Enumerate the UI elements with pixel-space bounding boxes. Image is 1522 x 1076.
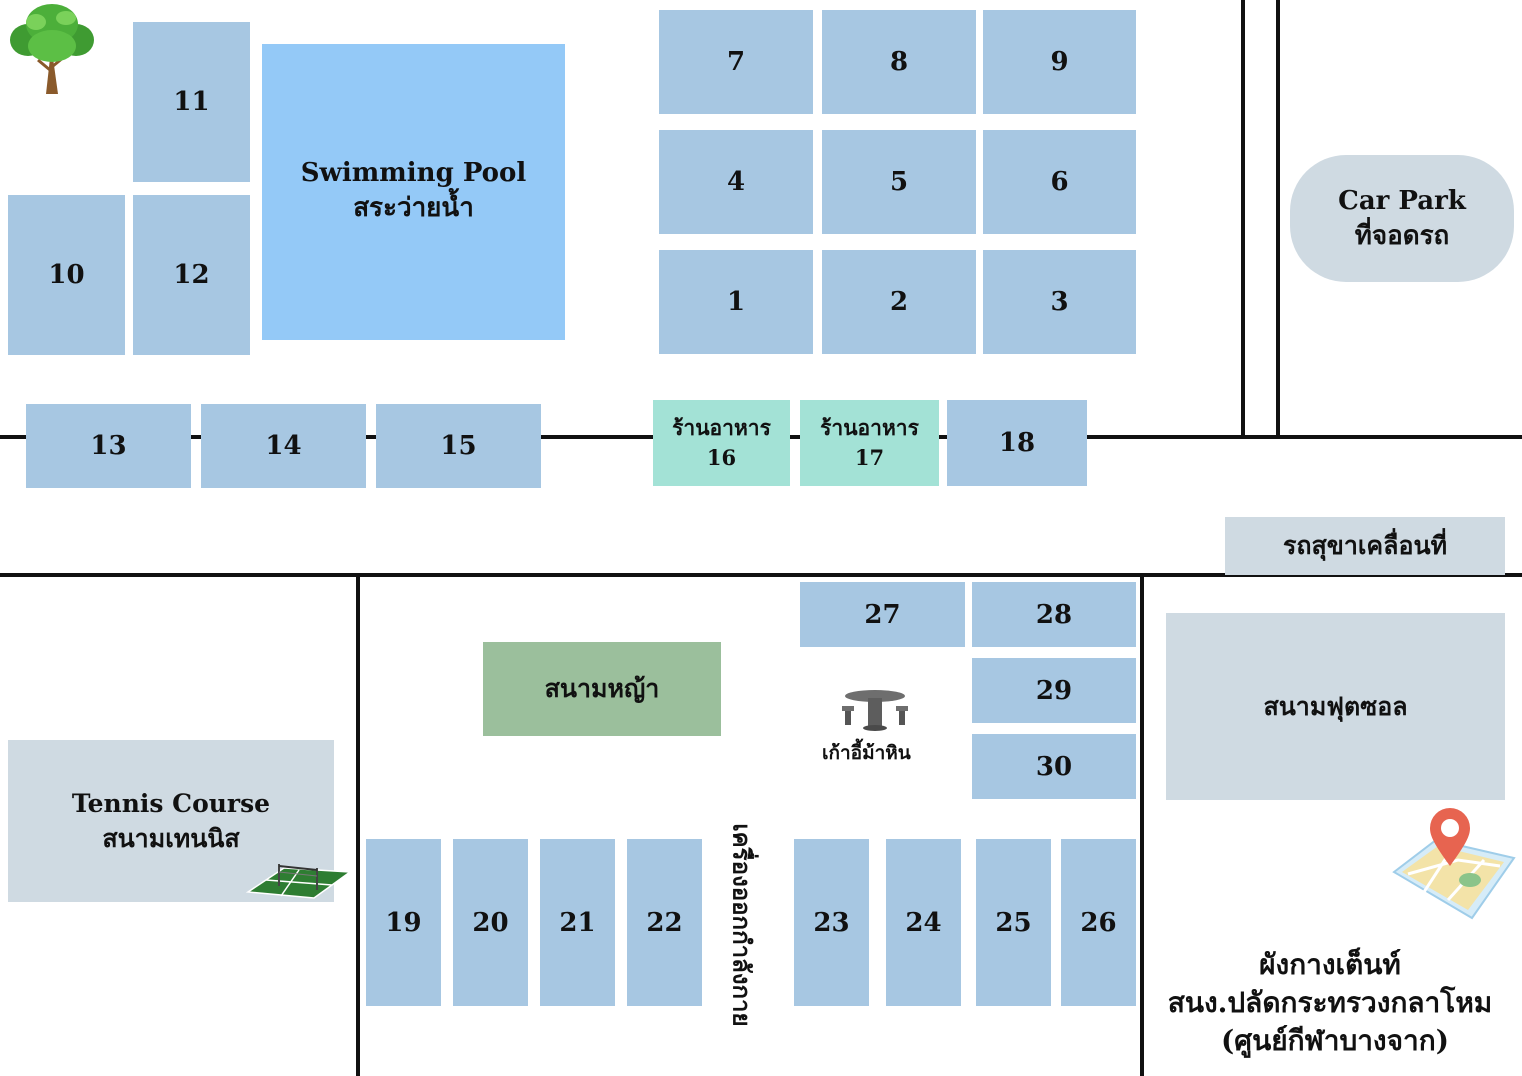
- restaurant-16[interactable]: ร้านอาหาร 16: [653, 400, 790, 486]
- plot-number: 6: [1050, 167, 1069, 197]
- pool-label-th: สระว่ายน้ำ: [353, 193, 474, 223]
- plot-number: 8: [889, 47, 909, 77]
- plot-number: 7: [726, 47, 746, 77]
- plot-number: 26: [1080, 907, 1117, 938]
- restaurant-label: ร้านอาหาร: [672, 415, 771, 440]
- plot-number: 28: [1035, 599, 1073, 630]
- plot-27[interactable]: 27: [800, 582, 965, 647]
- plot-number: 15: [440, 431, 477, 461]
- plot-24[interactable]: 24: [886, 839, 961, 1006]
- plot-22[interactable]: 22: [627, 839, 702, 1006]
- grass-field-label: สนามหญ้า: [544, 674, 660, 703]
- plot-30[interactable]: 30: [972, 734, 1136, 799]
- plot-5[interactable]: 5: [822, 130, 976, 234]
- plot-number: 19: [385, 907, 422, 938]
- plot-number: 23: [813, 907, 850, 938]
- restaurant-number: 17: [854, 445, 885, 470]
- plot-3[interactable]: 3: [983, 250, 1136, 354]
- plot-26[interactable]: 26: [1061, 839, 1136, 1006]
- plot-number: 24: [905, 907, 942, 938]
- plot-13[interactable]: 13: [26, 404, 191, 488]
- restaurant-17[interactable]: ร้านอาหาร 17: [800, 400, 939, 486]
- plot-20[interactable]: 20: [453, 839, 528, 1006]
- restaurant-label: ร้านอาหาร: [820, 415, 919, 440]
- plot-number: 18: [998, 428, 1036, 458]
- plot-18[interactable]: 18: [947, 400, 1087, 486]
- plot-7[interactable]: 7: [659, 10, 813, 114]
- road-line-left-zone: [356, 575, 360, 1076]
- road-line-vertical-b: [1276, 0, 1280, 437]
- plot-25[interactable]: 25: [976, 839, 1051, 1006]
- exercise-equipment-label: เครื่องออกกำลังกาย: [727, 823, 757, 1027]
- plot-14[interactable]: 14: [201, 404, 366, 488]
- plot-29[interactable]: 29: [972, 658, 1136, 723]
- plot-15[interactable]: 15: [376, 404, 541, 488]
- road-line-vertical-a: [1241, 0, 1245, 437]
- tennis-label-th: สนามเทนนิส: [102, 824, 240, 853]
- plot-12[interactable]: 12: [133, 195, 250, 355]
- mobile-toilet[interactable]: รถสุขาเคลื่อนที่: [1225, 517, 1505, 575]
- plot-number: 9: [1050, 47, 1069, 77]
- plot-number: 30: [1035, 751, 1073, 782]
- plot-number: 11: [173, 87, 210, 117]
- plot-number: 22: [646, 907, 683, 938]
- stone-table-icon: [842, 690, 908, 731]
- plot-number: 2: [889, 287, 909, 317]
- car-park-label-en: Car Park: [1338, 185, 1466, 216]
- plot-1[interactable]: 1: [659, 250, 813, 354]
- plot-number: 29: [1035, 675, 1073, 706]
- plot-number: 14: [265, 431, 302, 461]
- plot-number: 27: [864, 599, 901, 630]
- restaurant-number: 16: [706, 445, 737, 470]
- plot-number: 5: [889, 167, 909, 197]
- car-park[interactable]: Car Park ที่จอดรถ: [1290, 155, 1514, 282]
- plot-number: 20: [472, 907, 509, 938]
- plot-2[interactable]: 2: [822, 250, 976, 354]
- title-line-3: (ศูนย์กีฬาบางจาก): [1221, 1024, 1449, 1057]
- plot-6[interactable]: 6: [983, 130, 1136, 234]
- plot-9[interactable]: 9: [983, 10, 1136, 114]
- plot-number: 4: [726, 167, 746, 197]
- plot-number: 12: [173, 260, 210, 290]
- tennis-court-icon: [245, 864, 353, 899]
- stone-seat-label: เก้าอี้ม้าหิน: [822, 742, 911, 764]
- plot-11[interactable]: 11: [133, 22, 250, 182]
- plot-21[interactable]: 21: [540, 839, 615, 1006]
- plot-23[interactable]: 23: [794, 839, 869, 1006]
- plot-number: 1: [726, 287, 746, 317]
- futsal-field[interactable]: สนามฟุตซอล: [1166, 613, 1505, 800]
- title-line-1: ผังกางเต็นท์: [1259, 948, 1401, 981]
- futsal-label: สนามฟุตซอล: [1263, 691, 1408, 721]
- road-line-right-zone: [1140, 575, 1144, 1076]
- plot-28[interactable]: 28: [972, 582, 1136, 647]
- plot-number: 21: [559, 907, 596, 938]
- plot-19[interactable]: 19: [366, 839, 441, 1006]
- title-line-2: สนง.ปลัดกระทรวงกลาโหม: [1167, 986, 1493, 1019]
- road-line-bottom: [0, 573, 1522, 577]
- plot-number: 10: [48, 260, 85, 290]
- swimming-pool[interactable]: Swimming Pool สระว่ายน้ำ: [262, 44, 565, 340]
- map-pin-icon: [1392, 808, 1516, 920]
- plot-4[interactable]: 4: [659, 130, 813, 234]
- car-park-label-th: ที่จอดรถ: [1354, 220, 1450, 251]
- plot-number: 13: [90, 431, 127, 461]
- mobile-toilet-label: รถสุขาเคลื่อนที่: [1282, 531, 1448, 560]
- tennis-label-en: Tennis Course: [71, 789, 271, 818]
- pool-label-en: Swimming Pool: [300, 158, 527, 188]
- tree-icon: [10, 4, 94, 94]
- grass-field[interactable]: สนามหญ้า: [483, 642, 721, 736]
- plot-8[interactable]: 8: [822, 10, 976, 114]
- plot-10[interactable]: 10: [8, 195, 125, 355]
- plot-number: 3: [1050, 287, 1069, 317]
- plot-number: 25: [995, 907, 1032, 938]
